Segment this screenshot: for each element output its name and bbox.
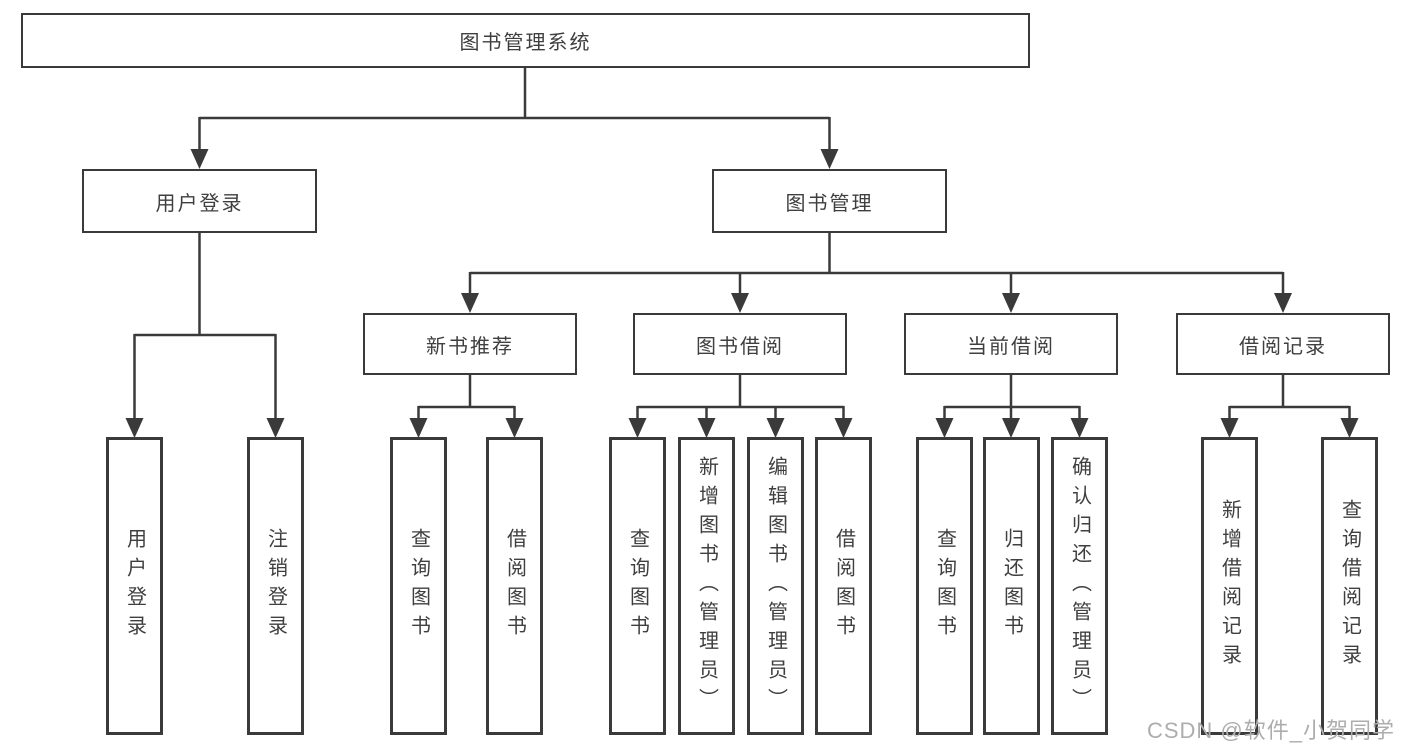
leaf-query-borrow-record-label: 查询借阅记录: [1338, 499, 1361, 673]
leaf-return-book-label: 归还图书: [1000, 528, 1023, 644]
node-root: 图书管理系统: [21, 13, 1030, 68]
leaf-add-borrow-record: 新增借阅记录: [1201, 437, 1258, 735]
leaf-user-login: 用户登录: [106, 437, 163, 735]
leaf-confirm-return-admin-label: 确认归还（管理员）: [1068, 455, 1091, 717]
leaf-query-books-current: 查询图书: [916, 437, 973, 735]
node-new-book-recommend-label: 新书推荐: [426, 335, 514, 358]
node-current-borrow-label: 当前借阅: [967, 335, 1055, 358]
leaf-user-login-label: 用户登录: [123, 528, 146, 644]
leaf-logout: 注销登录: [247, 437, 304, 735]
node-root-label: 图书管理系统: [459, 32, 592, 54]
leaf-borrow-books: 借阅图书: [815, 437, 872, 735]
leaf-query-books-recommend: 查询图书: [390, 437, 447, 735]
node-current-borrow: 当前借阅: [904, 313, 1118, 375]
node-book-borrow-label: 图书借阅: [696, 335, 784, 358]
leaf-borrow-books-recommend: 借阅图书: [486, 437, 543, 735]
node-book-borrow: 图书借阅: [633, 313, 847, 375]
node-book-management-label: 图书管理: [785, 192, 874, 215]
leaf-confirm-return-admin: 确认归还（管理员）: [1051, 437, 1108, 735]
leaf-logout-label: 注销登录: [264, 528, 287, 644]
leaf-edit-book-admin-label: 编辑图书（管理员）: [764, 455, 787, 717]
leaf-borrow-books-label: 借阅图书: [832, 528, 855, 644]
leaf-edit-book-admin: 编辑图书（管理员）: [747, 437, 804, 735]
leaf-query-books-borrow-label: 查询图书: [626, 528, 649, 644]
leaf-query-borrow-record: 查询借阅记录: [1321, 437, 1378, 735]
leaf-add-book-admin: 新增图书（管理员）: [678, 437, 735, 735]
leaf-add-borrow-record-label: 新增借阅记录: [1218, 499, 1241, 673]
leaf-query-books-borrow: 查询图书: [609, 437, 666, 735]
node-new-book-recommend: 新书推荐: [363, 313, 577, 375]
leaf-add-book-admin-label: 新增图书（管理员）: [695, 455, 718, 717]
leaf-return-book: 归还图书: [983, 437, 1040, 735]
leaf-borrow-books-recommend-label: 借阅图书: [503, 528, 526, 644]
node-book-management: 图书管理: [712, 169, 947, 233]
watermark: CSDN @软件_小贺同学: [1146, 718, 1395, 743]
node-borrow-records-label: 借阅记录: [1239, 335, 1327, 358]
node-user-login: 用户登录: [82, 169, 317, 233]
leaf-query-books-current-label: 查询图书: [933, 528, 956, 644]
node-user-login-label: 用户登录: [155, 192, 244, 215]
node-borrow-records: 借阅记录: [1176, 313, 1390, 375]
leaf-query-books-recommend-label: 查询图书: [407, 528, 430, 644]
